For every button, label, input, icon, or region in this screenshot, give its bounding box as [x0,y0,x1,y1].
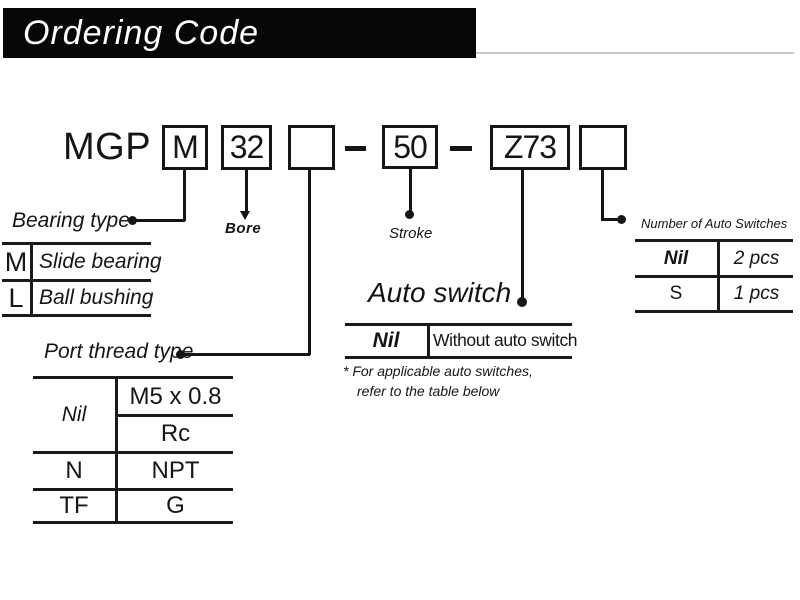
auto-switch-footnote-2: refer to the table below [357,383,500,399]
code-box-bore: 32 [221,125,272,170]
code-dash-2 [450,146,472,151]
header-rule [476,52,794,54]
port-code-cell: Nil [61,403,87,426]
port-thread-cell: M5 x 0.8 [129,382,222,410]
table-rule [345,323,572,326]
count-code-cell: Nil [663,247,689,269]
connector-bearing-dot [128,216,137,225]
table-rule [115,414,233,417]
port-thread-table: Nil M5 x 0.8 Rc N NPT TF G [33,376,233,524]
table-rule [635,239,793,242]
connector-bearing-vertical [183,169,186,221]
port-code-cell: TF [59,491,89,519]
port-thread-type-label: Port thread type [44,340,194,363]
bearing-code-cell: M [4,246,28,277]
page-title: Ordering Code [23,13,260,52]
code-box-switch-count [579,125,627,170]
port-thread-cell: Rc [160,420,191,447]
auto-switch-code-cell: Nil [372,328,400,352]
stroke-label: Stroke [389,225,433,242]
connector-bore-arrowhead [240,211,250,220]
code-box-port-thread [288,125,335,170]
bearing-desc-cell: Slide bearing [39,250,162,273]
switch-count-table: Nil 2 pcs S 1 pcs [635,239,793,313]
port-code-cell: N [65,457,83,484]
code-box-auto-switch: Z73 [490,125,570,170]
port-thread-cell: NPT [151,457,200,484]
switch-count-label: Number of Auto Switches [641,216,788,231]
auto-switch-label: Auto switch [368,277,512,308]
connector-bore-vertical [245,169,248,212]
table-rule [635,310,793,313]
port-thread-cell: G [166,491,185,519]
table-rule [33,376,233,379]
connector-count-dot [617,215,626,224]
title-bar: Ordering Code [3,8,476,58]
bearing-type-table: M Slide bearing L Ball bushing [2,242,162,317]
auto-switch-table: Nil Without auto switch [345,323,578,359]
table-rule [345,356,572,359]
bearing-code-cell: L [8,282,24,313]
bearing-type-label: Bearing type [12,209,130,232]
code-box-stroke: 50 [382,125,438,169]
connector-count-vertical [601,169,604,221]
auto-switch-footnote-1: * For applicable auto switches, [343,363,533,379]
table-rule [635,275,793,278]
connector-stroke-dot [405,210,414,219]
table-rule [33,451,233,454]
table-rule [2,242,151,245]
connector-auto-switch-vertical [521,169,524,300]
table-rule [717,239,720,313]
code-prefix: MGP [63,126,152,168]
code-box-bearing: M [162,125,208,170]
connector-bearing-horizontal [136,219,185,222]
table-rule [427,323,430,358]
connector-count-horizontal [601,218,621,221]
connector-stroke-vertical [409,169,412,211]
connector-port-horizontal [184,353,310,356]
bore-label: Bore [225,220,262,237]
bearing-desc-cell: Ball bushing [39,286,154,309]
connector-port-dot [176,350,185,359]
table-rule [30,242,33,317]
table-rule [115,376,118,524]
table-rule [2,279,151,282]
connector-port-vertical [308,169,311,355]
table-rule [2,314,151,317]
auto-switch-desc-cell: Without auto switch [433,330,578,350]
code-dash-1 [345,146,366,151]
connector-auto-switch-dot [517,297,527,307]
table-rule [33,488,233,491]
count-code-cell: S [669,283,683,304]
table-rule [33,521,233,524]
count-value-cell: 2 pcs [733,247,780,269]
count-value-cell: 1 pcs [733,283,780,304]
